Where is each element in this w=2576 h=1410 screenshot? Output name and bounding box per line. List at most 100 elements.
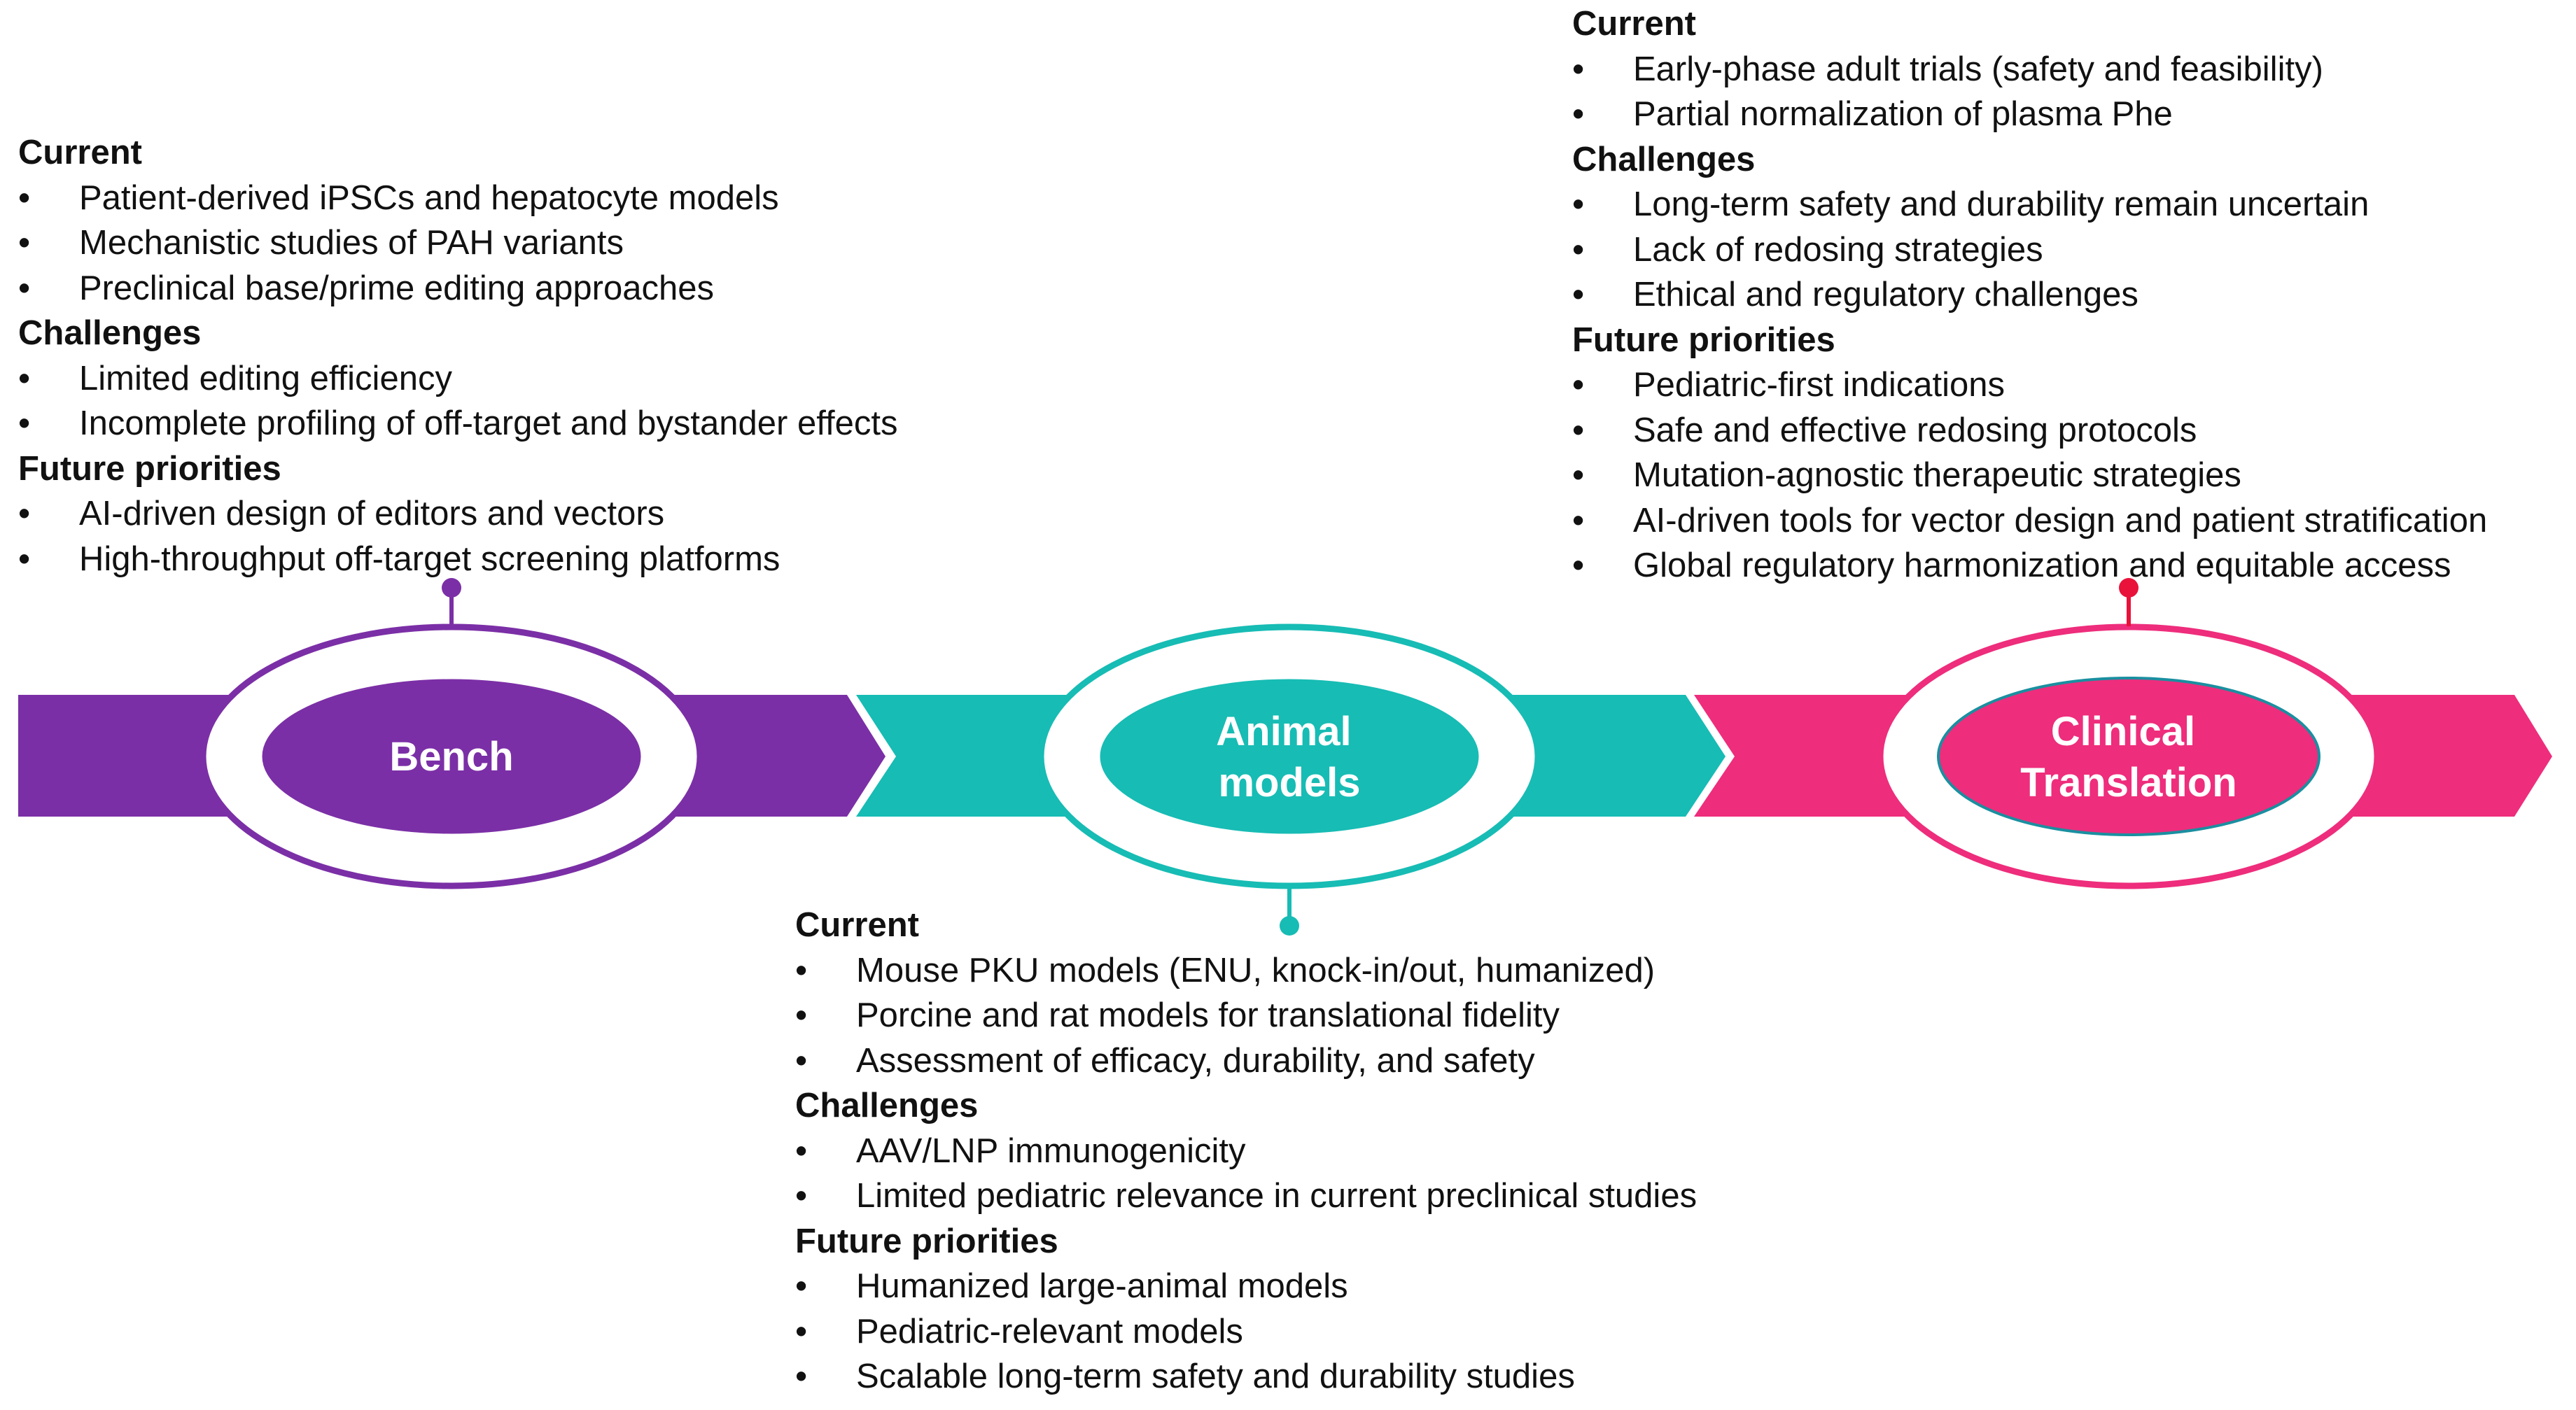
list-item-text: Mechanistic studies of PAH variants [79,224,624,262]
bullet-icon: • [795,1358,808,1395]
list-item-text: Limited editing efficiency [79,359,452,397]
bullet-icon: • [795,1267,808,1305]
list-item-text: Partial normalization of plasma Phe [1633,95,2173,133]
list-item: • AI-driven design of editors and vectors [18,491,897,537]
bench-future-heading: Future priorities [18,449,281,488]
list-item-text: Humanized large-animal models [856,1267,1348,1305]
list-item-text: Early-phase adult trials (safety and fea… [1633,50,2323,88]
list-item: • Global regulatory harmonization and equ… [1572,543,2487,588]
list-item-text: Scalable long-term safety and durability… [856,1358,1575,1395]
list-item: • Pediatric-first indications [1572,362,2487,408]
bullet-icon: • [1572,501,1585,540]
bullet-icon: • [795,996,808,1034]
bench-label: Bench [389,734,513,780]
list-item: •Mouse PKU models (ENU, knock-in/out, hu… [795,948,1697,994]
bullet-icon: • [1572,50,1585,88]
stage-animal-models: Animal models [1037,623,1541,936]
list-item-text: High-throughput off-target screening pla… [79,540,780,578]
list-item: • Patient-derived iPSCs and hepatocyte mo… [18,176,897,221]
list-item-text: Preclinical base/prime editing approache… [79,269,715,307]
clinical-challenges-heading: Challenges [1572,140,1756,178]
list-item: • Mutation-agnostic therapeutic strategie… [1572,453,2487,498]
bullet-icon: • [18,269,31,307]
bullet-icon: • [795,1312,808,1351]
animal-label-line-1: Animal [1216,709,1351,754]
bullet-icon: • [1572,230,1585,269]
bullet-icon: • [18,224,31,262]
bullet-icon: • [795,1041,808,1080]
list-item-text: Ethical and regulatory challenges [1633,276,2138,313]
list-item: • Lack of redosing strategies [1572,227,2487,273]
bullet-icon: • [1572,95,1585,133]
list-item-text: Global regulatory harmonization and equi… [1633,547,2451,584]
list-item-text: Mutation-agnostic therapeutic strategies [1633,456,2241,494]
bullet-icon: • [1572,276,1585,313]
bullet-icon: • [18,359,31,397]
list-item: • Limited editing efficiency [18,356,897,402]
bullet-icon: • [795,1131,808,1170]
bullet-icon: • [1572,185,1585,223]
list-item: • High-throughput off-target screening pl… [18,537,897,582]
list-item: • Incomplete profiling of off-target and … [18,401,897,446]
clinical-label-line-2: Translation [2020,760,2236,805]
animal-connector-dot [1280,916,1299,936]
list-item: • Limited pediatric relevance in current … [795,1173,1697,1219]
list-item-text: Limited pediatric relevance in current p… [856,1177,1698,1215]
list-item: • Pediatric-relevant models [795,1309,1697,1355]
list-item: • Preclinical base/prime editing approach… [18,266,897,311]
list-item-text: Incomplete profiling of off-target and b… [79,404,898,442]
stage-clinical-translation: Clinical Translation [1877,578,2381,889]
list-item-text: AAV/LNP immunogenicity [856,1131,1246,1170]
bullet-icon: • [1572,547,1585,584]
animal-challenges-heading: Challenges [795,1087,979,1125]
bullet-icon: • [1572,411,1585,449]
bullet-icon: • [795,1177,808,1215]
list-item: • Long-term safety and durability remain … [1572,182,2487,227]
clinical-oval [1937,677,2320,836]
animal-future-heading: Future priorities [795,1222,1058,1260]
list-item-text: Porcine and rat models for translational… [856,996,1560,1034]
list-item: • Scalable long-term safety and durabilit… [795,1354,1697,1400]
list-item-text: Assessment of efficacy, durability, and … [856,1041,1535,1080]
clinical-current-heading: Current [1572,5,1696,43]
list-item: • Assessment of efficacy, durability, and… [795,1038,1697,1084]
list-item: • AAV/LNP immunogenicity [795,1129,1697,1174]
list-item-text: Patient-derived iPSCs and hepatocyte mod… [79,178,779,217]
list-item-text: Pediatric-first indications [1633,366,2005,404]
clinical-label: Clinical Translation [2020,709,2236,805]
animal-current-heading: Current [795,906,919,944]
bullet-icon: • [18,540,31,578]
list-item-text: Mouse PKU models (ENU, knock-in/out, hum… [856,951,1656,989]
list-item: • Porcine and rat models for translationa… [795,993,1697,1038]
list-item-text: AI-driven tools for vector design and pa… [1633,501,2488,540]
bench-oval [260,677,643,836]
bullet-icon: • [18,495,31,533]
bullet-icon: • [1572,456,1585,494]
clinical-connector-dot [2119,578,2138,598]
clinical-text-block: Current • Early-phase adult trials (safet… [1572,1,2487,588]
list-item-text: Long-term safety and durability remain u… [1633,185,2370,223]
bullet-icon: • [18,178,31,217]
bench-challenges-heading: Challenges [18,314,202,352]
animal-text-block: Current •Mouse PKU models (ENU, knock-in… [795,903,1697,1400]
animal-oval [1098,677,1481,836]
list-item-text: AI-driven design of editors and vectors [79,495,665,533]
bullet-icon: • [1572,366,1585,404]
clinical-label-line-1: Clinical [2051,709,2195,754]
list-item-text: Safe and effective redosing protocols [1633,411,2197,449]
list-item: • Early-phase adult trials (safety and fe… [1572,47,2487,92]
animal-label-line-2: models [1218,760,1360,805]
bench-current-heading: Current [18,134,142,171]
list-item-text: Pediatric-relevant models [856,1312,1243,1351]
list-item-text: Lack of redosing strategies [1633,230,2043,269]
list-item: • Mechanistic studies of PAH variants [18,220,897,266]
list-item: • Safe and effective redosing protocols [1572,408,2487,453]
stage-bench: Bench [200,578,704,889]
clinical-future-heading: Future priorities [1572,320,1835,359]
bullet-icon: • [18,404,31,442]
bench-text-block: Current • Patient-derived iPSCs and hepat… [18,130,897,581]
bench-connector-dot [442,578,461,598]
list-item: • AI-driven tools for vector design and p… [1572,498,2487,544]
list-item: • Partial normalization of plasma Phe [1572,92,2487,137]
bench-label-line-1: Bench [389,734,513,780]
